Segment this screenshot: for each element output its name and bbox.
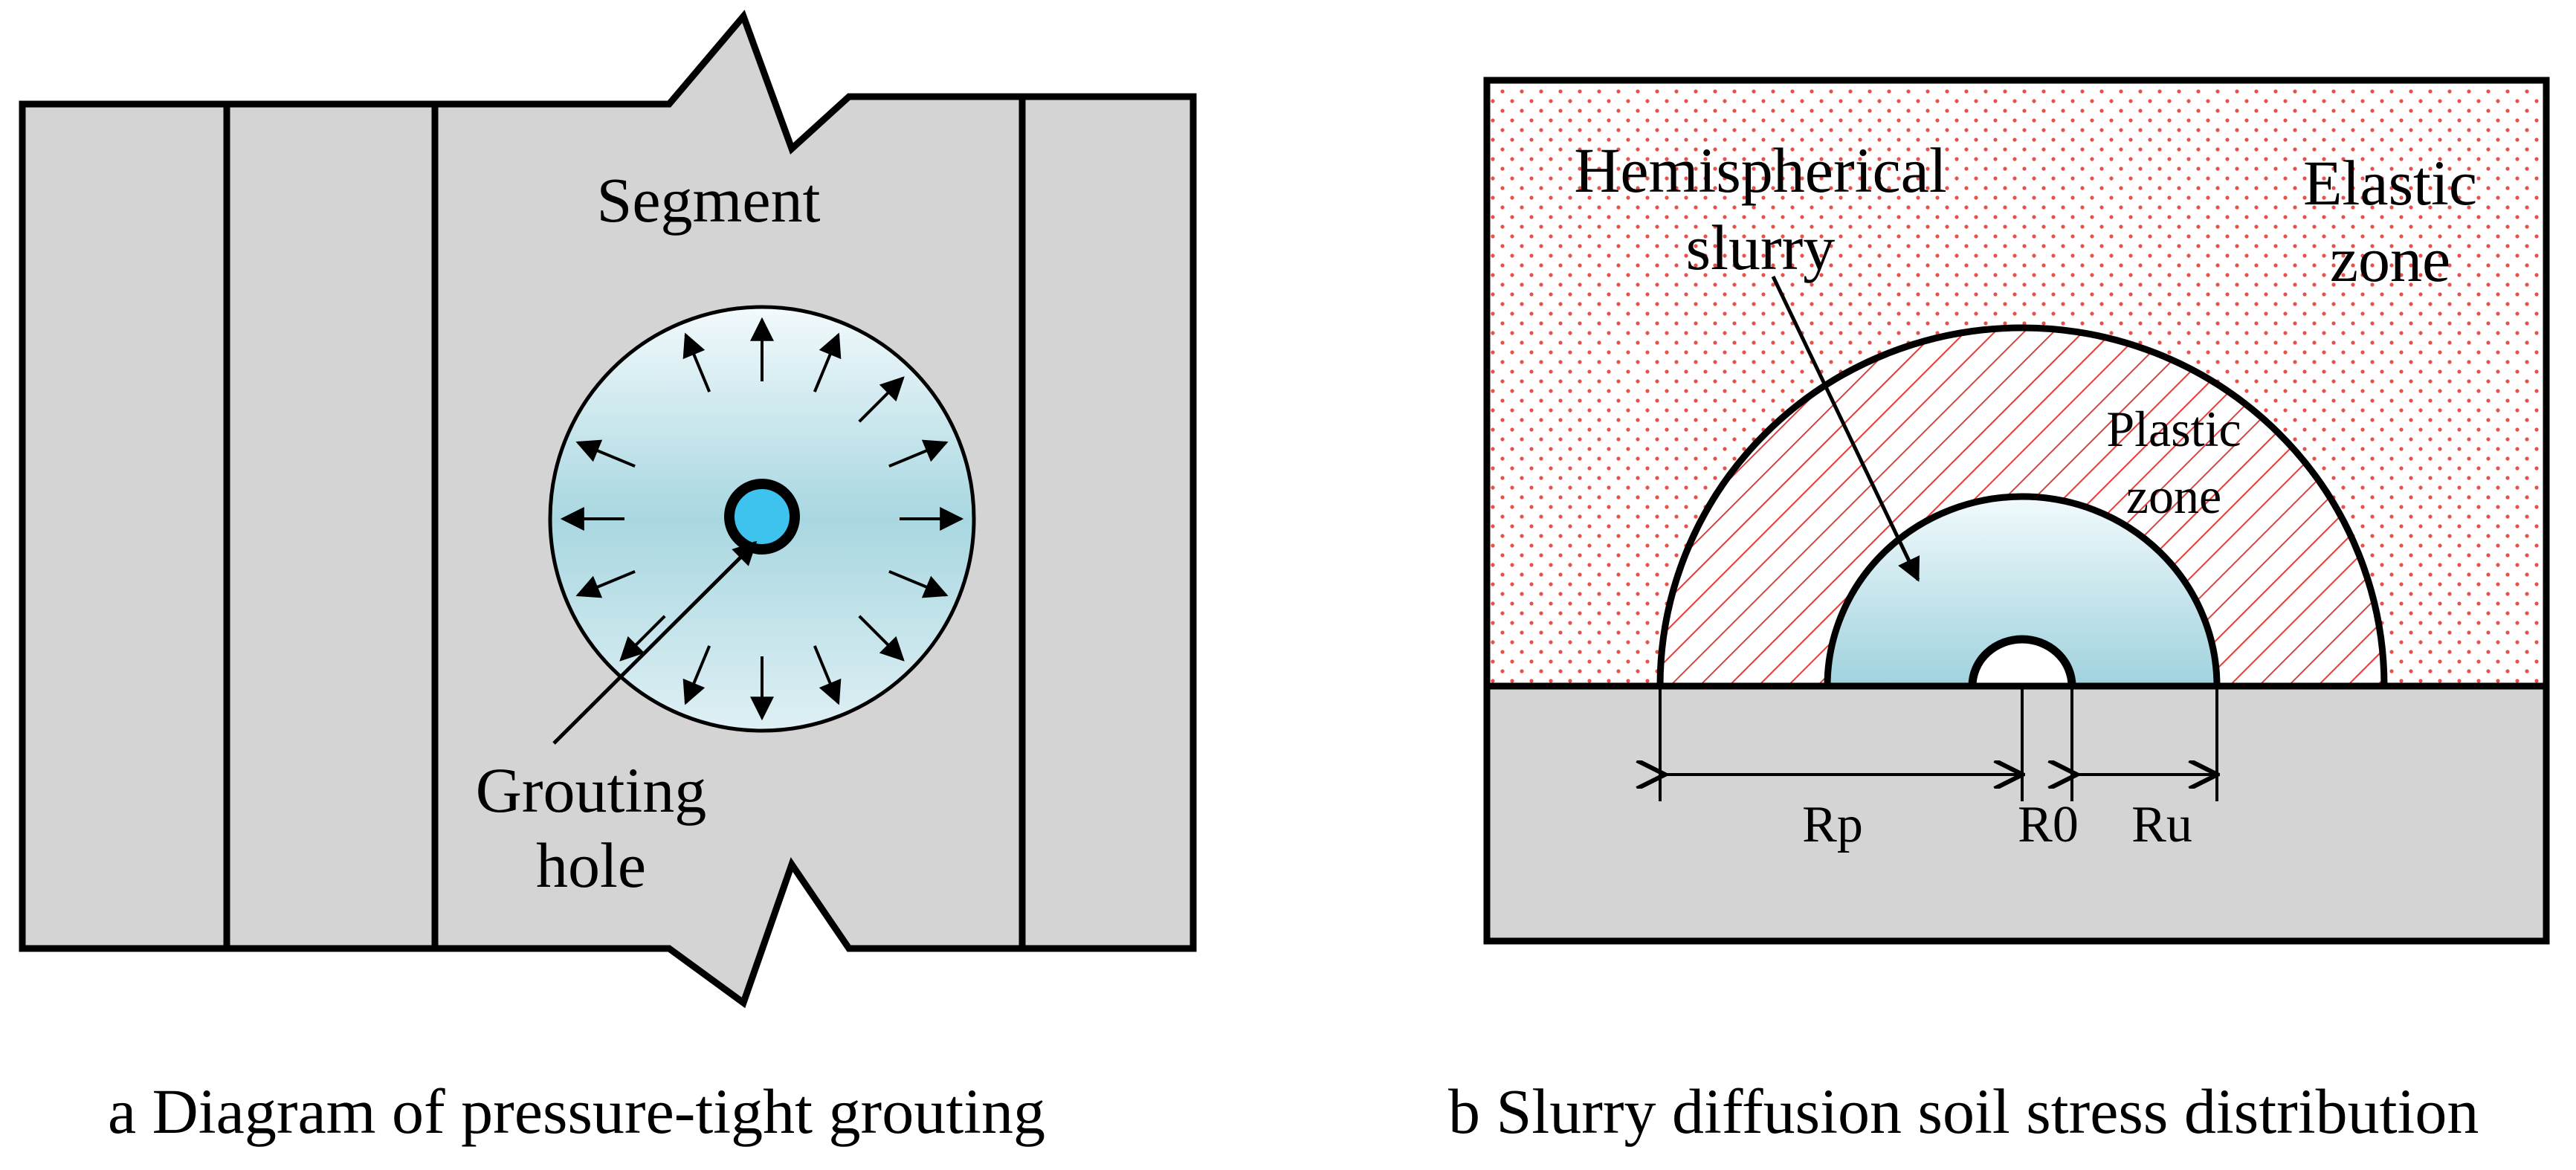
dim-label-rp: Rp — [1802, 796, 1863, 853]
elastic-zone-label-line2: zone — [2330, 224, 2450, 295]
pressure-arrow — [619, 615, 666, 662]
panel-b-frame — [1483, 77, 2550, 945]
segment-label: Segment — [597, 164, 821, 236]
pressure-arrow — [575, 439, 636, 468]
pressure-arrow — [813, 332, 842, 392]
grouting-hole — [724, 479, 800, 555]
panel-b: Hemispherical slurry Elastic zone Plasti… — [1448, 77, 2550, 1147]
pressure-arrows — [560, 317, 964, 721]
pressure-arrow — [682, 645, 711, 705]
plastic-zone-boundary — [1656, 324, 2388, 687]
dim-label-r0: R0 — [2018, 796, 2079, 853]
grouting-hole-section — [1968, 635, 2076, 687]
slurry-boundary — [1824, 493, 2221, 687]
plastic-zone-label-line2: zone — [2126, 468, 2221, 524]
pressure-arrow — [682, 332, 711, 392]
caption-a: a Diagram of pressure-tight grouting — [108, 1076, 1045, 1147]
pressure-arrow — [575, 569, 636, 598]
grouting-hole-label-line2: hole — [536, 830, 646, 901]
pressure-arrow — [888, 569, 949, 598]
grouting-hole-label: Grouting — [476, 754, 707, 826]
lower-body — [1487, 686, 2546, 941]
hemispherical-slurry-label: Hemispherical — [1574, 135, 1946, 206]
grouting-hole-leader — [552, 540, 758, 745]
hemispherical-slurry — [1827, 497, 2217, 686]
pressure-arrow — [858, 376, 905, 423]
dim-label-ru: Ru — [2131, 796, 2192, 853]
plastic-zone-label: Plastic — [2106, 401, 2241, 457]
elastic-zone-label: Elastic — [2303, 147, 2477, 219]
pressure-arrow — [888, 439, 949, 468]
caption-b: b Slurry diffusion soil stress distribut… — [1448, 1076, 2479, 1147]
hemispherical-slurry-label-line2: slurry — [1686, 212, 1836, 283]
slurry-leader — [1771, 275, 1920, 582]
panel-a: Segment Grouting hole a Diagram of press… — [19, 10, 1197, 1147]
pressure-arrow — [813, 645, 842, 705]
pressure-arrow — [858, 615, 905, 662]
